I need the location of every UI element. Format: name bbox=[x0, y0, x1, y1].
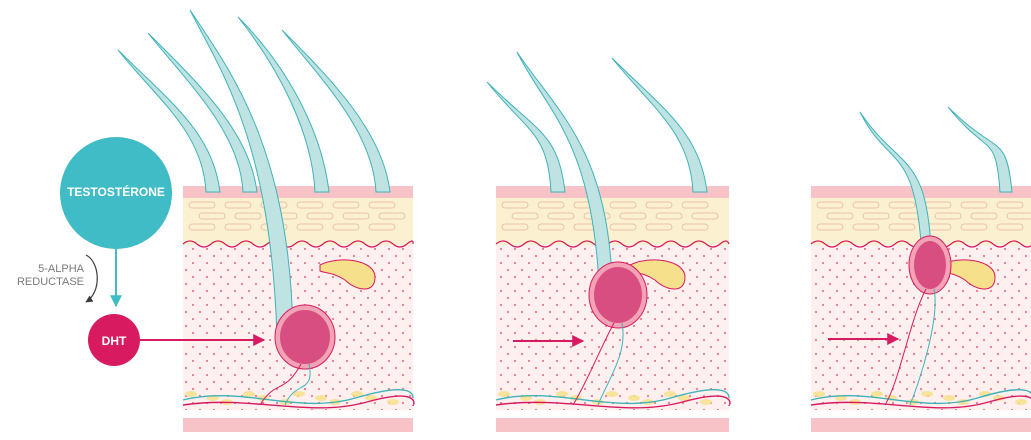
subcutis-band bbox=[496, 418, 729, 432]
follicle-panel-3 bbox=[811, 107, 1031, 432]
fat-globule bbox=[556, 391, 568, 397]
panels-layer bbox=[118, 10, 1031, 432]
enzyme-label: 5-ALPHA REDUCTASE bbox=[10, 263, 84, 289]
enzyme-label-line1: 5-ALPHA bbox=[10, 263, 84, 276]
fat-globule bbox=[628, 395, 640, 401]
fat-globule bbox=[1015, 399, 1027, 405]
follicle-bulb bbox=[914, 241, 946, 289]
fat-globule bbox=[921, 391, 933, 397]
subcutis-band bbox=[183, 418, 413, 432]
hair-strand bbox=[487, 82, 565, 192]
hair-strand bbox=[612, 58, 707, 192]
epidermis-layer bbox=[183, 197, 413, 245]
follicle-bulb bbox=[280, 310, 330, 364]
epidermis-layer bbox=[496, 197, 729, 245]
testosterone-label: TESTOSTÉRONE bbox=[60, 178, 172, 206]
fat-globule bbox=[387, 399, 399, 405]
dht-label: DHT bbox=[92, 327, 136, 355]
fat-globule bbox=[498, 391, 510, 397]
subcutis-band bbox=[811, 418, 1031, 432]
hair-strand bbox=[238, 17, 329, 192]
fat-globule bbox=[185, 391, 197, 397]
follicle-bulb bbox=[594, 267, 642, 323]
fat-globule bbox=[871, 391, 883, 397]
hair-strand bbox=[948, 107, 1012, 192]
fat-globule bbox=[315, 395, 327, 401]
fat-globule bbox=[813, 391, 825, 397]
fat-globule bbox=[243, 391, 255, 397]
follicle-panel-2 bbox=[487, 52, 730, 432]
fat-globule bbox=[700, 399, 712, 405]
fat-globule bbox=[943, 395, 955, 401]
enzyme-label-line2: REDUCTASE bbox=[10, 276, 84, 289]
fat-globule bbox=[664, 391, 676, 397]
enzyme-curve-arrow bbox=[86, 255, 97, 302]
fat-globule bbox=[606, 391, 618, 397]
